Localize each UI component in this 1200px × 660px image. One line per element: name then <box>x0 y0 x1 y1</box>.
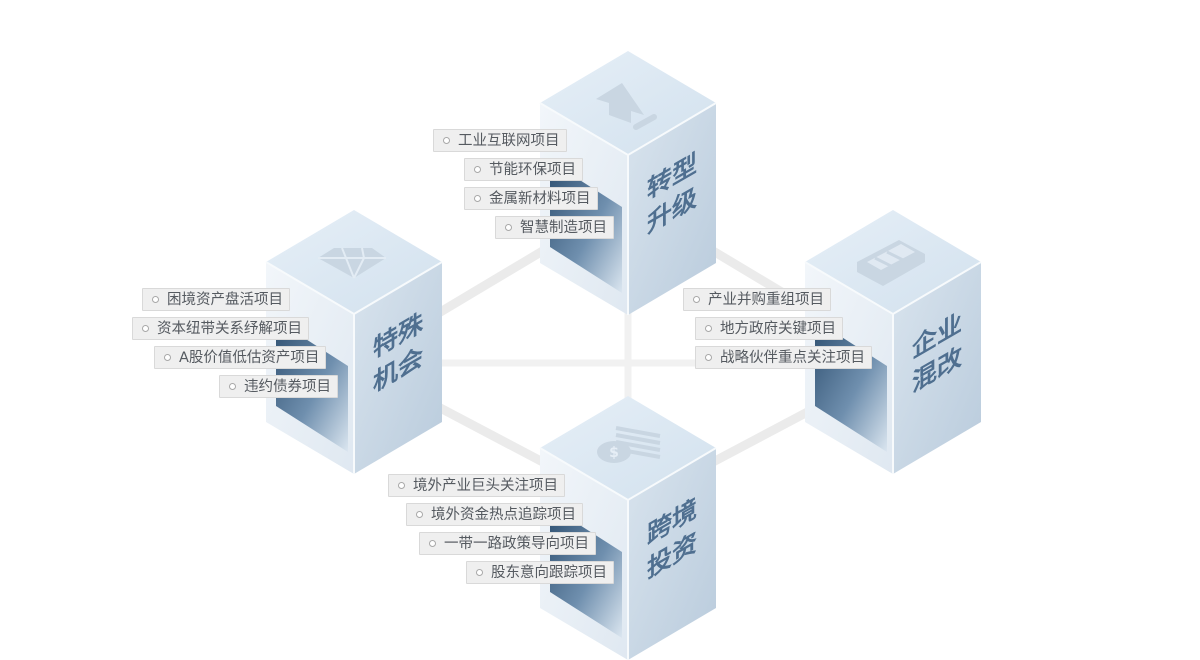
project-tag: 金属新材料项目 <box>464 187 598 210</box>
cube-right-face <box>354 262 442 474</box>
project-tag-label: 境外资金热点追踪项目 <box>431 507 576 523</box>
bullet-circle-icon <box>476 569 483 576</box>
bullet-circle-icon <box>152 296 159 303</box>
project-tag: 资本纽带关系纾解项目 <box>132 317 309 340</box>
bullet-circle-icon <box>474 166 481 173</box>
svg-text:$: $ <box>609 445 619 461</box>
project-tag: A股价值低估资产项目 <box>154 346 327 369</box>
project-tag: 战略伙伴重点关注项目 <box>695 346 872 369</box>
project-tag: 股东意向跟踪项目 <box>466 561 614 584</box>
bullet-circle-icon <box>416 511 423 518</box>
project-tag-label: 地方政府关键项目 <box>720 321 836 337</box>
bullet-circle-icon <box>398 482 405 489</box>
project-tag: 违约债券项目 <box>219 375 338 398</box>
bullet-circle-icon <box>443 137 450 144</box>
arrow-up-icon <box>596 83 644 123</box>
bullet-circle-icon <box>474 195 481 202</box>
diamond-icon <box>318 247 386 279</box>
project-tag: 一带一路政策导向项目 <box>419 532 596 555</box>
cube-right-face <box>628 448 716 660</box>
bullet-circle-icon <box>229 383 236 390</box>
project-tag-label: 一带一路政策导向项目 <box>444 536 589 552</box>
bullet-circle-icon <box>164 354 171 361</box>
bullet-circle-icon <box>705 325 712 332</box>
project-tag: 境外产业巨头关注项目 <box>388 474 565 497</box>
project-tag: 地方政府关键项目 <box>695 317 843 340</box>
project-tag: 困境资产盘活项目 <box>142 288 290 311</box>
project-tag: 节能环保项目 <box>464 158 583 181</box>
project-tag: 智慧制造项目 <box>495 216 614 239</box>
cube-right-face <box>628 103 716 315</box>
project-tag-label: 产业并购重组项目 <box>708 292 824 308</box>
bullet-circle-icon <box>505 224 512 231</box>
cube-right-face <box>893 262 981 474</box>
project-tag-label: 困境资产盘活项目 <box>167 292 283 308</box>
project-tag-label: 节能环保项目 <box>489 162 576 178</box>
project-tag-label: 智慧制造项目 <box>520 220 607 236</box>
project-tag-label: 资本纽带关系纾解项目 <box>157 321 302 337</box>
project-tag-label: 股东意向跟踪项目 <box>491 565 607 581</box>
project-tag-label: 金属新材料项目 <box>489 191 591 207</box>
bullet-circle-icon <box>705 354 712 361</box>
project-tag: 境外资金热点追踪项目 <box>406 503 583 526</box>
project-tag-label: A股价值低估资产项目 <box>179 350 320 366</box>
bullet-circle-icon <box>142 325 149 332</box>
bullet-circle-icon <box>693 296 700 303</box>
project-tag-label: 违约债券项目 <box>244 379 331 395</box>
building-icon <box>857 240 925 286</box>
bullet-circle-icon <box>429 540 436 547</box>
project-tag-label: 战略伙伴重点关注项目 <box>720 350 865 366</box>
money-icon: $ <box>597 426 661 463</box>
arrow-base-icon <box>633 114 657 130</box>
project-tag-label: 工业互联网项目 <box>458 133 560 149</box>
project-tag: 产业并购重组项目 <box>683 288 831 311</box>
project-tag: 工业互联网项目 <box>433 129 567 152</box>
project-tag-label: 境外产业巨头关注项目 <box>413 478 558 494</box>
